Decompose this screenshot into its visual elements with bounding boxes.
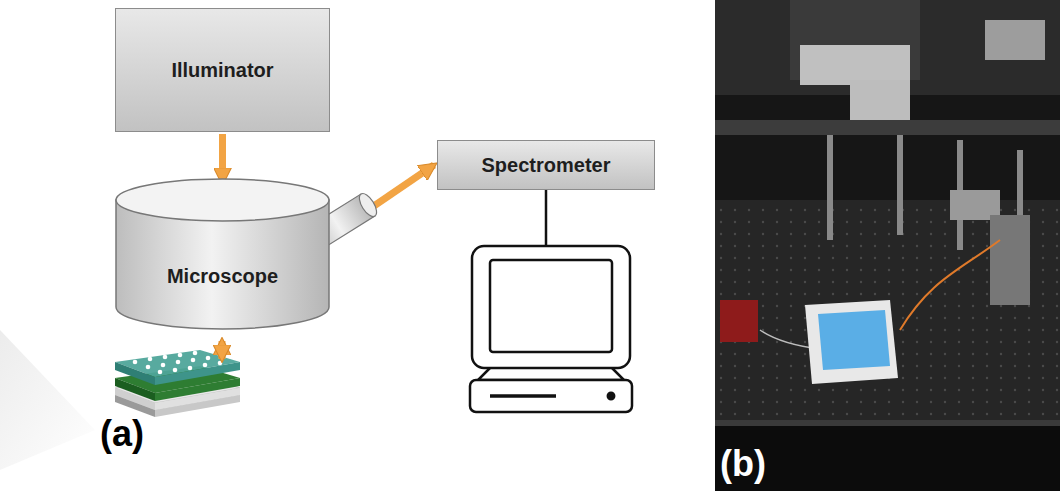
cylinder-outline [115, 178, 370, 330]
sample-stack [115, 350, 240, 417]
device-box: Spectrometer [437, 140, 655, 190]
computer-icon [470, 246, 632, 412]
node-label: Spectrometer [482, 154, 611, 177]
shadow [0, 330, 95, 470]
arrow-connector [219, 134, 226, 182]
cable [545, 190, 548, 246]
microscope-cylinder: Microscope [115, 178, 370, 330]
device-box: Illuminator [115, 8, 330, 132]
panel-label: (b) [720, 446, 766, 482]
panel-label: (a) [100, 416, 144, 452]
node-label: Microscope [167, 265, 278, 288]
probe-arrow [219, 341, 226, 359]
node-label: Illuminator [171, 59, 273, 82]
lab-photo [715, 0, 1060, 491]
arrow-connector [368, 165, 434, 210]
